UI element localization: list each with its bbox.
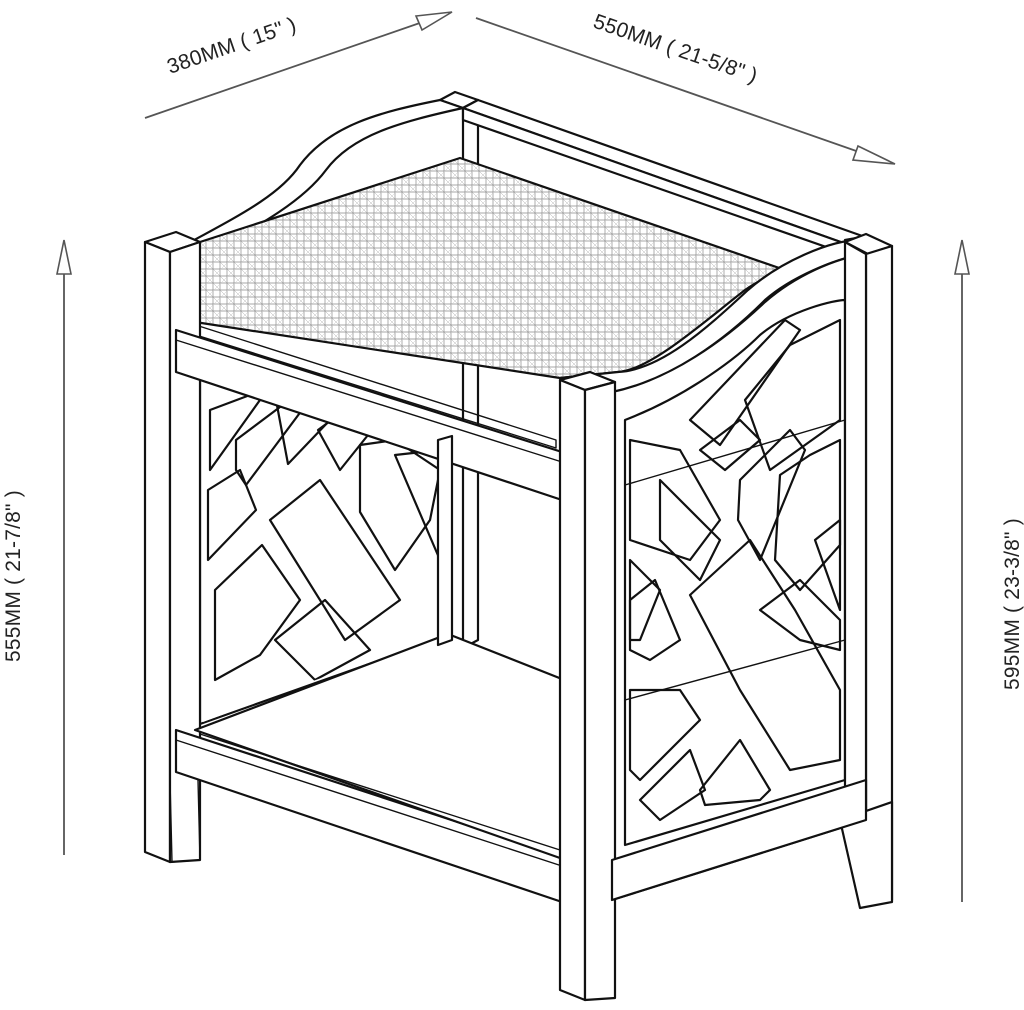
overall-height-dimension-arrow (954, 239, 970, 902)
front-right-post (558, 370, 617, 1002)
width-dimension-label: 550MM ( 21-5/8" ) (590, 10, 760, 88)
front-left-post (143, 230, 202, 864)
seat-height-dimension-label: 555MM ( 21-7/8" ) (2, 490, 25, 662)
right-side-panel (558, 238, 868, 902)
inner-back-post (436, 434, 454, 647)
depth-dimension-label: 380MM ( 15" ) (164, 13, 299, 79)
depth-dimension-arrow (144, 11, 453, 119)
right-lower-rail (610, 778, 868, 902)
width-dimension-arrow (475, 17, 896, 165)
overall-height-dimension-label: 595MM ( 23-3/8" ) (1001, 518, 1024, 690)
seat-height-dimension-arrow (56, 239, 72, 855)
